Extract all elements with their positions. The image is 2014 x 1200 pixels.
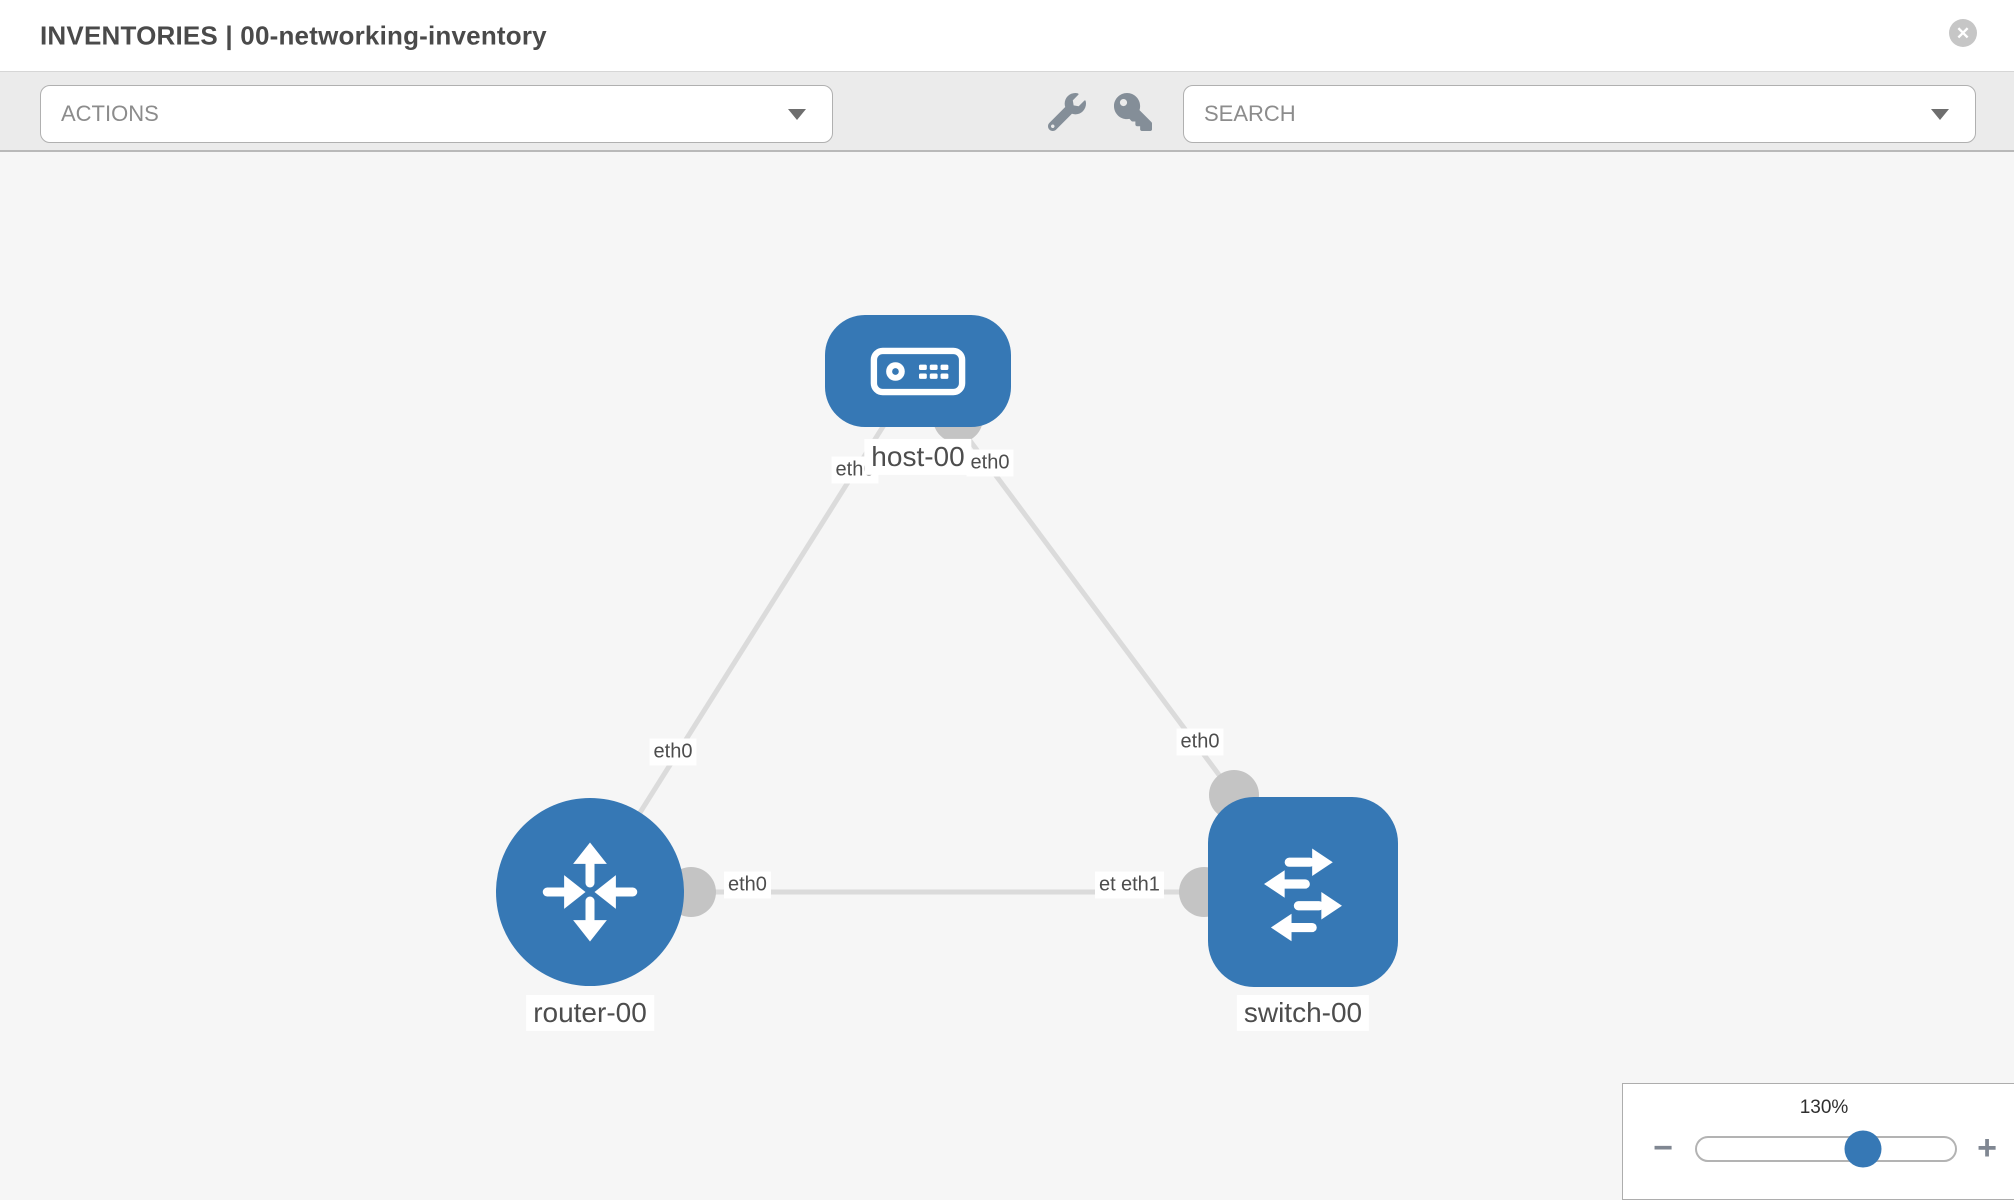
node-host-00[interactable] [825,315,1011,427]
interface-label: eth1 [1117,871,1164,899]
node-label-switch-00: switch-00 [1236,994,1370,1032]
links-layer [587,369,1303,917]
chevron-down-icon [1931,109,1949,120]
node-label-router-00: router-00 [526,994,654,1032]
header: INVENTORIES | 00-networking-inventory ✕ [0,0,2014,72]
zoom-out-button[interactable]: − [1653,1129,1673,1167]
actions-dropdown-label: ACTIONS [61,101,159,126]
toolbar: ACTIONS SEARCH [0,72,2014,152]
zoom-slider[interactable] [1695,1130,1957,1168]
close-icon[interactable]: ✕ [1949,19,1977,47]
router-icon [542,842,638,942]
node-switch-00[interactable] [1208,797,1398,987]
zoom-in-button[interactable]: + [1977,1129,1997,1167]
switch-icon [1264,848,1342,942]
node-label-host-00: host-00 [864,438,972,476]
actions-dropdown[interactable]: ACTIONS [40,85,833,143]
host-icon [870,347,966,395]
topology-canvas[interactable]: eth0eth0eth0eth0eth0eth1eth0host-00route… [0,152,2014,1200]
page-title: INVENTORIES | 00-networking-inventory [40,20,547,50]
chevron-down-icon [788,109,806,120]
zoom-level: 130% [1799,1097,1849,1118]
zoom-slider-thumb[interactable] [1844,1130,1882,1168]
node-router-00[interactable] [496,798,684,986]
interface-label: eth0 [724,871,771,899]
key-icon[interactable] [1114,93,1152,131]
interface-label: eth0 [966,449,1014,477]
interface-label: eth0 [1176,728,1224,756]
interface-label: eth0 [649,738,697,766]
zoom-panel: 130% − + [1622,1083,2014,1200]
close-icon-glyph: ✕ [1955,23,1971,43]
search-dropdown-label: SEARCH [1204,101,1296,126]
wrench-icon[interactable] [1047,93,1086,132]
search-dropdown[interactable]: SEARCH [1183,85,1976,143]
